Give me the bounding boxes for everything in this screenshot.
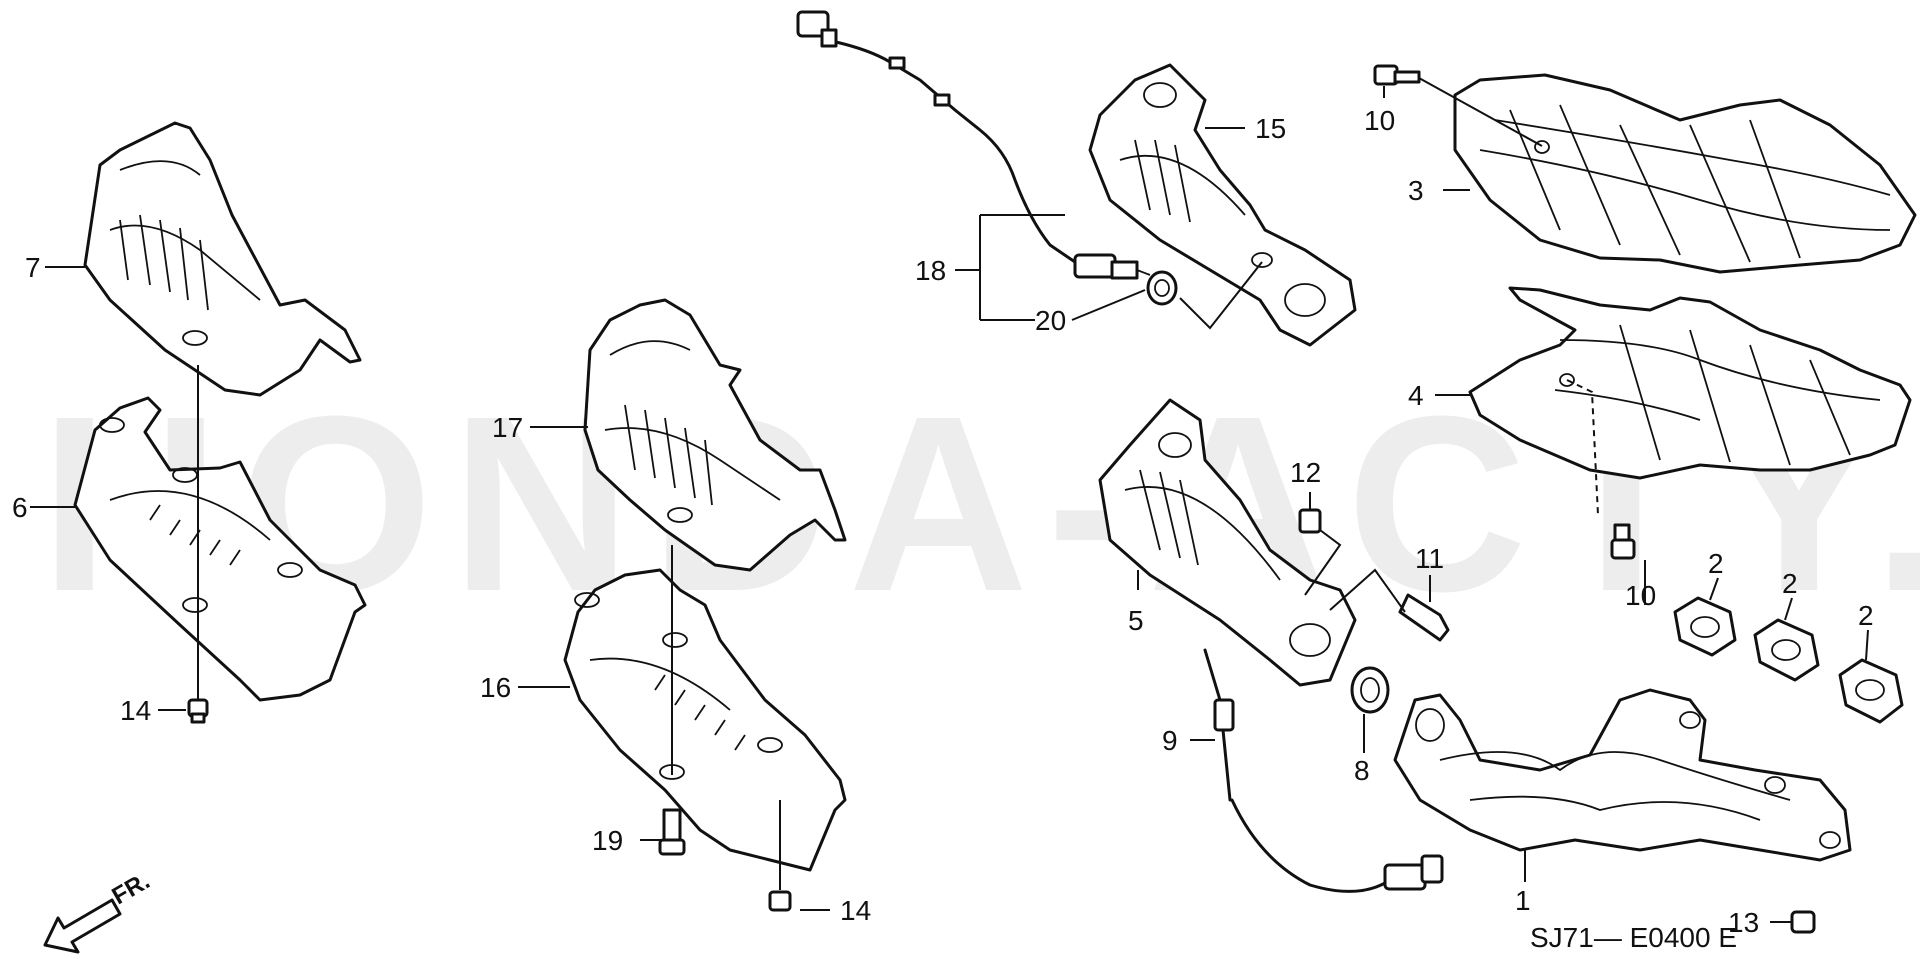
callout-11: 11 [1415, 543, 1444, 574]
callout-12: 12 [1290, 457, 1321, 488]
upper-heat-shield-front[interactable] [83, 121, 362, 397]
oxygen-sensor-upper[interactable] [796, 10, 1151, 280]
bolt-19[interactable] [658, 545, 686, 856]
callout-2-b: 2 [1782, 568, 1798, 599]
callout-14-middle: 14 [840, 895, 871, 926]
callout-1: 1 [1515, 885, 1531, 916]
bolt-10-top[interactable] [1373, 64, 1543, 147]
callout-19: 19 [592, 825, 623, 856]
nut-left[interactable] [187, 365, 209, 724]
callout-5: 5 [1128, 605, 1144, 636]
callout-10-top: 10 [1364, 105, 1395, 136]
nut-middle[interactable] [768, 800, 792, 912]
callout-18: 18 [915, 255, 946, 286]
gasket-2-b[interactable] [1753, 618, 1820, 682]
manifold-upper-cover[interactable] [1453, 73, 1917, 274]
callout-2-c: 2 [1858, 600, 1874, 631]
callout-16: 16 [480, 672, 511, 703]
nut-13[interactable] [1790, 910, 1816, 934]
diagram-code: SJ71— E0400 E [1530, 922, 1737, 953]
manifold-lower-cover[interactable] [1468, 286, 1912, 516]
callout-4: 4 [1408, 380, 1424, 411]
front-direction-marker: FR. [43, 867, 154, 954]
callout-8: 8 [1354, 755, 1370, 786]
gasket-20[interactable] [1146, 270, 1178, 306]
callout-20: 20 [1035, 305, 1066, 336]
callout-6: 6 [12, 492, 28, 523]
callout-3: 3 [1408, 175, 1424, 206]
callout-10-bottom: 10 [1625, 580, 1656, 611]
temperature-sensor-9[interactable] [1203, 648, 1444, 893]
exhaust-manifold[interactable] [1393, 688, 1852, 862]
stud-11[interactable] [1329, 568, 1450, 642]
callout-14-left: 14 [120, 695, 151, 726]
callout-7: 7 [25, 252, 41, 283]
callout-17: 17 [492, 412, 523, 443]
lower-heat-shield-front[interactable] [73, 396, 367, 702]
catalytic-converter-lower[interactable] [1098, 398, 1357, 687]
callout-15: 15 [1255, 113, 1286, 144]
gasket-2-c[interactable] [1838, 658, 1904, 724]
upper-heat-shield-rear[interactable] [583, 298, 847, 572]
catalytic-converter-upper[interactable] [1088, 63, 1357, 347]
callout-labels: 7 6 14 17 16 19 14 18 20 15 10 3 4 12 11… [12, 105, 1874, 938]
callout-13: 13 [1728, 907, 1759, 938]
bolt-10-bottom[interactable] [1610, 523, 1636, 560]
callout-2-a: 2 [1708, 548, 1724, 579]
gasket-8[interactable] [1350, 666, 1390, 714]
leader-lines [30, 86, 1869, 923]
callout-9: 9 [1162, 725, 1178, 756]
gasket-2-a[interactable] [1673, 596, 1737, 657]
lower-heat-shield-rear[interactable] [563, 568, 847, 872]
